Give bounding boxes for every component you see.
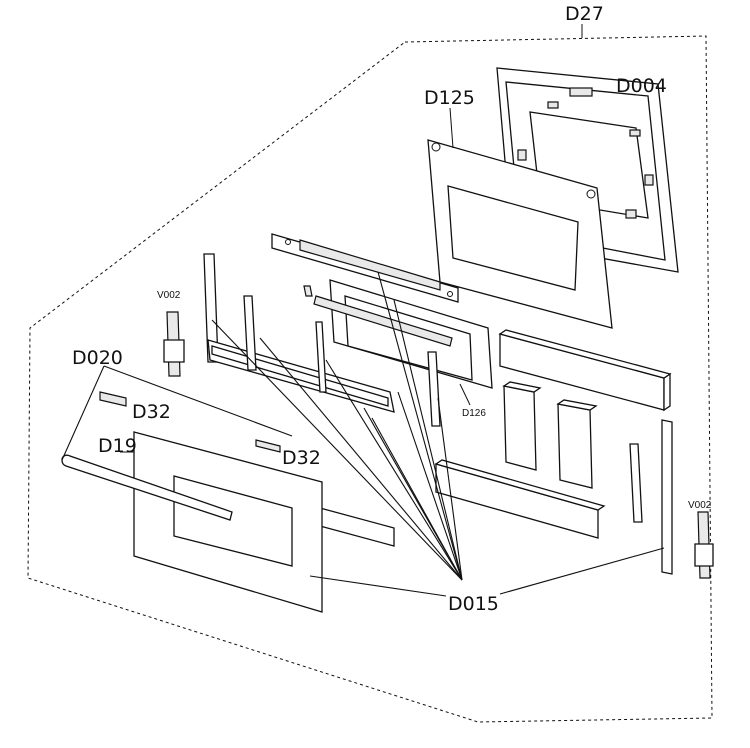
part-d125-glass-panel bbox=[427, 107, 613, 329]
part-top-vent-rail bbox=[271, 233, 459, 303]
label-d015: D015 bbox=[448, 593, 499, 615]
part-insulation-blocks bbox=[319, 329, 672, 547]
d126-leader bbox=[459, 383, 471, 406]
label-d020: D020 bbox=[72, 347, 123, 369]
label-v002-left: V002 bbox=[157, 290, 181, 301]
part-d020-handle bbox=[61, 365, 293, 521]
label-d32-b: D32 bbox=[282, 447, 321, 469]
assembly-boundary-dashed bbox=[27, 35, 713, 723]
label-d27: D27 bbox=[565, 3, 604, 25]
part-right-side-brackets bbox=[629, 419, 673, 575]
d015-leader-lines bbox=[211, 271, 665, 597]
label-d004: D004 bbox=[616, 75, 667, 97]
label-d125: D125 bbox=[424, 87, 475, 109]
part-v002-hinge-left bbox=[163, 311, 185, 377]
part-v002-hinge-right bbox=[694, 511, 714, 579]
part-inner-glass bbox=[313, 279, 493, 389]
label-d19: D19 bbox=[98, 435, 137, 457]
label-v002-right: V002 bbox=[688, 500, 712, 511]
label-d126: D126 bbox=[462, 408, 486, 419]
part-d19-outer-glass bbox=[133, 431, 323, 613]
label-d32-a: D32 bbox=[132, 401, 171, 423]
